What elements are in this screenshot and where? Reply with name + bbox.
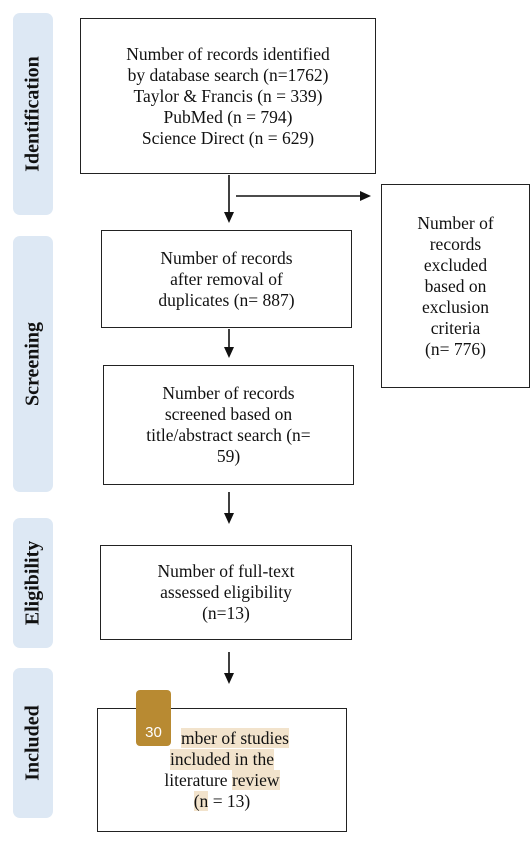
arrow-identified-to-duplicates	[224, 175, 234, 223]
box-line: Number of records	[160, 247, 293, 268]
phase-screening: Screening	[13, 236, 53, 492]
box-line: title/abstract search (n=	[146, 425, 311, 445]
arrow-duplicates-to-screened	[224, 329, 234, 358]
box-line: by database search (n=1762)	[127, 64, 329, 85]
arrow-to-excluded	[236, 191, 371, 201]
box-line: 59)	[216, 446, 241, 466]
text-segment: literature	[164, 770, 232, 790]
box-line: Taylor & Francis (n = 339)	[133, 85, 323, 106]
box-line: Science Direct (n = 629)	[141, 127, 315, 148]
box-line: assessed eligibility	[160, 582, 292, 602]
box-line: based on	[424, 275, 487, 296]
box-line: excluded	[423, 254, 488, 275]
highlighted-text: (n	[193, 791, 209, 811]
box-line: (n = 13)	[193, 791, 251, 812]
box-line: Number of full-text	[157, 561, 295, 581]
box-line: literature review	[164, 770, 280, 791]
box-line: records	[429, 233, 482, 254]
box-line: exclusion	[421, 296, 490, 317]
box-line: duplicates (n= 887)	[158, 289, 295, 310]
box-line: after removal of	[170, 268, 283, 289]
box-line: Number of records identified	[126, 43, 330, 64]
text-segment: = 13)	[208, 791, 251, 811]
phase-included: Included	[13, 668, 53, 818]
box-line: screened based on	[164, 404, 293, 424]
box-full-text-assessed: Number of full-text assessed eligibility…	[100, 545, 352, 640]
box-identified-records: Number of records identified by database…	[80, 18, 376, 174]
highlighted-text: mber of studies	[181, 728, 289, 748]
box-line: Number of	[417, 212, 494, 233]
arrow-screened-to-fulltext	[224, 492, 234, 524]
box-screened-records: Number of records screened based on titl…	[103, 365, 354, 485]
box-included-studies: mber of studies included in the literatu…	[97, 708, 347, 832]
box-excluded-records: Number of records excluded based on excl…	[381, 184, 530, 388]
phase-identification: Identification	[13, 13, 53, 215]
arrow-fulltext-to-included	[224, 652, 234, 684]
box-line: criteria	[430, 317, 481, 338]
box-line: mber of studies	[155, 728, 289, 749]
highlighted-text: review	[231, 770, 280, 790]
box-line: PubMed (n = 794)	[163, 106, 293, 127]
box-line: Number of records	[162, 383, 295, 403]
box-line: (n=13)	[202, 603, 250, 623]
highlighted-text: included in the	[169, 749, 274, 770]
annotation-badge[interactable]: 30	[136, 690, 171, 746]
phase-eligibility: Eligibility	[13, 518, 53, 648]
box-line: (n= 776)	[425, 338, 486, 359]
box-after-duplicates: Number of records after removal of dupli…	[101, 230, 352, 328]
